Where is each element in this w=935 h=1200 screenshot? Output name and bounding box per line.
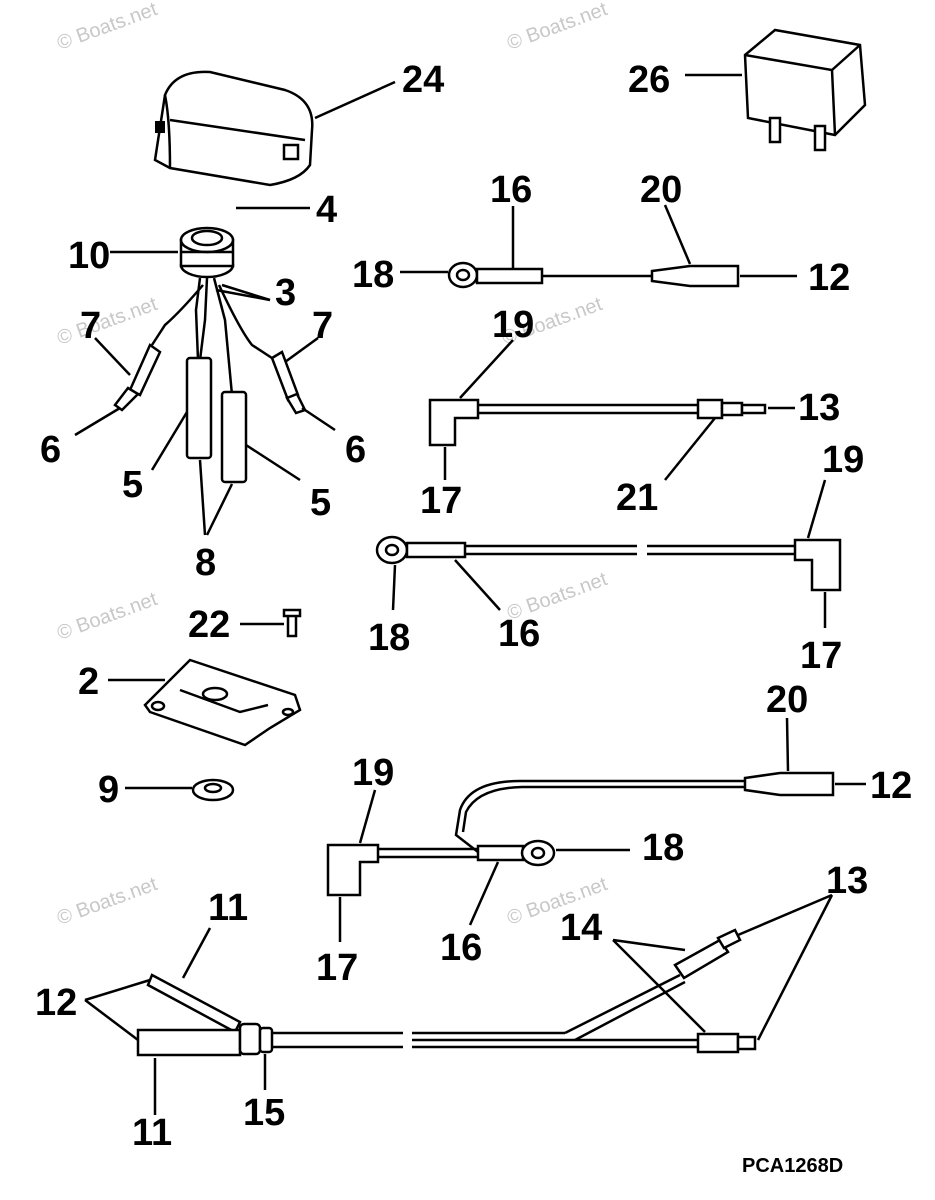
callout-26: 26 (628, 59, 670, 101)
watermark: © Boats.net (54, 873, 160, 930)
callout-11-top: 11 (208, 887, 248, 929)
callout-19-c: 19 (352, 752, 394, 794)
callout-21: 21 (616, 477, 658, 519)
callout-19-b: 19 (822, 439, 864, 481)
wire-harness (84, 893, 834, 1115)
nut-part-9 (125, 778, 235, 802)
callout-11-bottom: 11 (132, 1112, 172, 1154)
bracket-part-2 (108, 658, 302, 747)
relay-part-26 (685, 28, 867, 152)
terminal-part-6-7 (74, 336, 336, 437)
callout-19: 19 (492, 304, 534, 346)
callout-12-c: 12 (35, 982, 77, 1024)
watermark: © Boats.net (54, 0, 160, 55)
lead-wire-b (428, 339, 795, 481)
callout-16: 16 (490, 169, 532, 211)
callout-12: 12 (808, 257, 850, 299)
callout-18-c: 18 (642, 827, 684, 869)
callout-12-b: 12 (870, 765, 912, 807)
callout-20-b: 20 (766, 679, 808, 721)
callout-4: 4 (316, 189, 337, 231)
lead-wire-a (400, 204, 797, 289)
callout-8: 8 (195, 542, 216, 584)
callout-16-c: 16 (440, 927, 482, 969)
callout-2: 2 (78, 661, 99, 703)
callout-6-right: 6 (345, 429, 366, 471)
callout-7-right: 7 (312, 305, 333, 347)
callout-6-left: 6 (40, 429, 61, 471)
callout-9: 9 (98, 769, 119, 811)
sleeve-part-5 (150, 356, 301, 536)
callout-22: 22 (188, 604, 230, 646)
callout-7-left: 7 (80, 305, 101, 347)
callout-labels: 24 26 4 10 3 7 7 6 6 5 5 8 22 2 9 16 20 … (35, 59, 912, 1154)
callout-13-b: 13 (826, 860, 868, 902)
watermark: © Boats.net (504, 0, 610, 55)
callout-5-right: 5 (310, 482, 331, 524)
callout-18: 18 (352, 254, 394, 296)
watermark: © Boats.net (54, 293, 160, 350)
screw-part-22 (240, 608, 302, 638)
lead-wire-d (326, 717, 866, 942)
callout-24: 24 (402, 59, 444, 101)
callout-14: 14 (560, 907, 602, 949)
callout-18-b: 18 (368, 617, 410, 659)
callout-17: 17 (420, 480, 462, 522)
callout-17-c: 17 (316, 947, 358, 989)
drawing-code: PCA1268D (742, 1155, 843, 1177)
callout-15: 15 (243, 1092, 285, 1134)
callout-5-left: 5 (122, 464, 143, 506)
callout-10: 10 (68, 235, 110, 277)
cover-part-24 (153, 70, 396, 187)
callout-3: 3 (275, 272, 296, 314)
callout-16-b: 16 (498, 613, 540, 655)
watermark: © Boats.net (54, 588, 160, 645)
switch-part-10 (110, 206, 310, 396)
callout-17-b: 17 (800, 635, 842, 677)
callout-20: 20 (640, 169, 682, 211)
lead-wire-c (375, 479, 842, 628)
callout-13: 13 (798, 387, 840, 429)
